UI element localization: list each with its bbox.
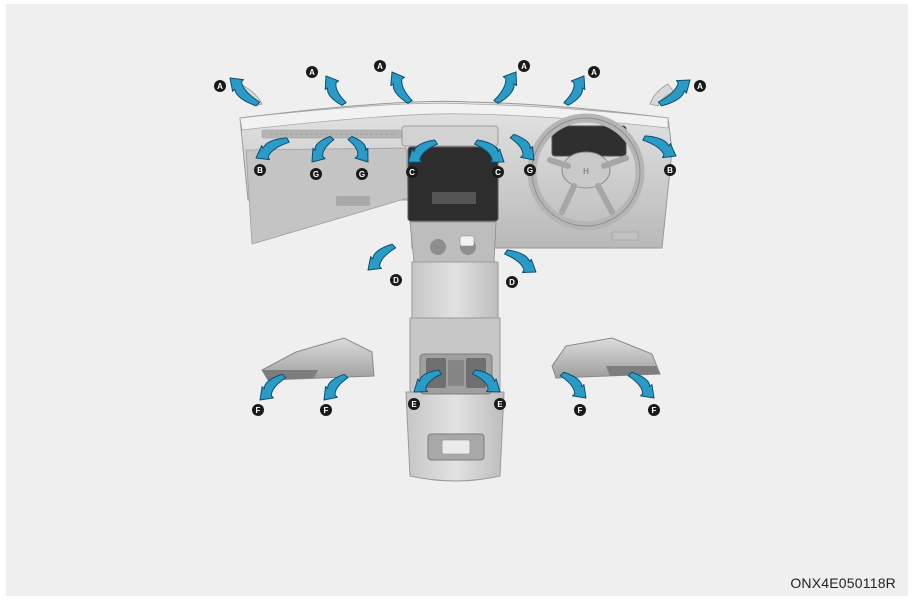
airflow-arrow xyxy=(391,72,412,103)
vent-marker-e: E xyxy=(494,398,506,410)
svg-text:D: D xyxy=(509,278,515,287)
floor-duct-right xyxy=(552,338,660,378)
figure-code: ONX4E050118R xyxy=(790,575,896,591)
svg-text:B: B xyxy=(667,166,673,175)
airflow-arrow xyxy=(628,372,654,398)
vent-marker-a: A xyxy=(306,66,318,78)
vent-marker-f: F xyxy=(252,404,264,416)
floor-duct-left xyxy=(262,338,374,380)
svg-text:E: E xyxy=(497,400,503,409)
svg-text:F: F xyxy=(652,406,657,415)
vent-marker-c: C xyxy=(406,166,418,178)
vent-marker-d: D xyxy=(390,274,402,286)
svg-text:H: H xyxy=(583,167,589,176)
vent-marker-f: F xyxy=(648,404,660,416)
svg-text:C: C xyxy=(409,168,415,177)
svg-text:G: G xyxy=(313,170,319,179)
svg-text:G: G xyxy=(359,170,365,179)
svg-text:A: A xyxy=(377,62,383,71)
svg-text:C: C xyxy=(495,168,501,177)
vent-marker-f: F xyxy=(320,404,332,416)
vent-marker-a: A xyxy=(588,66,600,78)
airflow-arrow xyxy=(325,76,346,105)
svg-text:F: F xyxy=(324,406,329,415)
svg-text:D: D xyxy=(393,276,399,285)
airflow-arrow xyxy=(505,250,536,273)
airflow-arrow xyxy=(230,78,260,106)
svg-text:A: A xyxy=(521,62,527,71)
svg-text:F: F xyxy=(256,406,261,415)
vent-marker-a: A xyxy=(374,60,386,72)
airflow-arrow xyxy=(368,244,396,270)
vent-marker-b: B xyxy=(664,164,676,176)
airflow-arrow xyxy=(260,374,286,400)
svg-text:G: G xyxy=(527,166,533,175)
svg-text:A: A xyxy=(591,68,597,77)
vent-marker-a: A xyxy=(214,80,226,92)
vent-marker-b: B xyxy=(254,164,266,176)
center-console xyxy=(406,262,504,481)
vent-marker-c: C xyxy=(492,166,504,178)
vent-marker-g: G xyxy=(356,168,368,180)
svg-text:B: B xyxy=(257,166,263,175)
svg-text:F: F xyxy=(578,406,583,415)
svg-text:E: E xyxy=(411,400,417,409)
vent-marker-d: D xyxy=(506,276,518,288)
vent-marker-g: G xyxy=(524,164,536,176)
svg-text:A: A xyxy=(309,68,315,77)
airflow-arrow xyxy=(564,76,585,105)
glovebox-handle xyxy=(336,196,370,206)
vent-marker-g: G xyxy=(310,168,322,180)
vent-marker-a: A xyxy=(694,80,706,92)
vent-marker-f: F xyxy=(574,404,586,416)
vent-marker-e: E xyxy=(408,398,420,410)
airflow-arrow xyxy=(494,72,517,103)
vent-marker-a: A xyxy=(518,60,530,72)
svg-text:A: A xyxy=(217,82,223,91)
svg-text:A: A xyxy=(697,82,703,91)
